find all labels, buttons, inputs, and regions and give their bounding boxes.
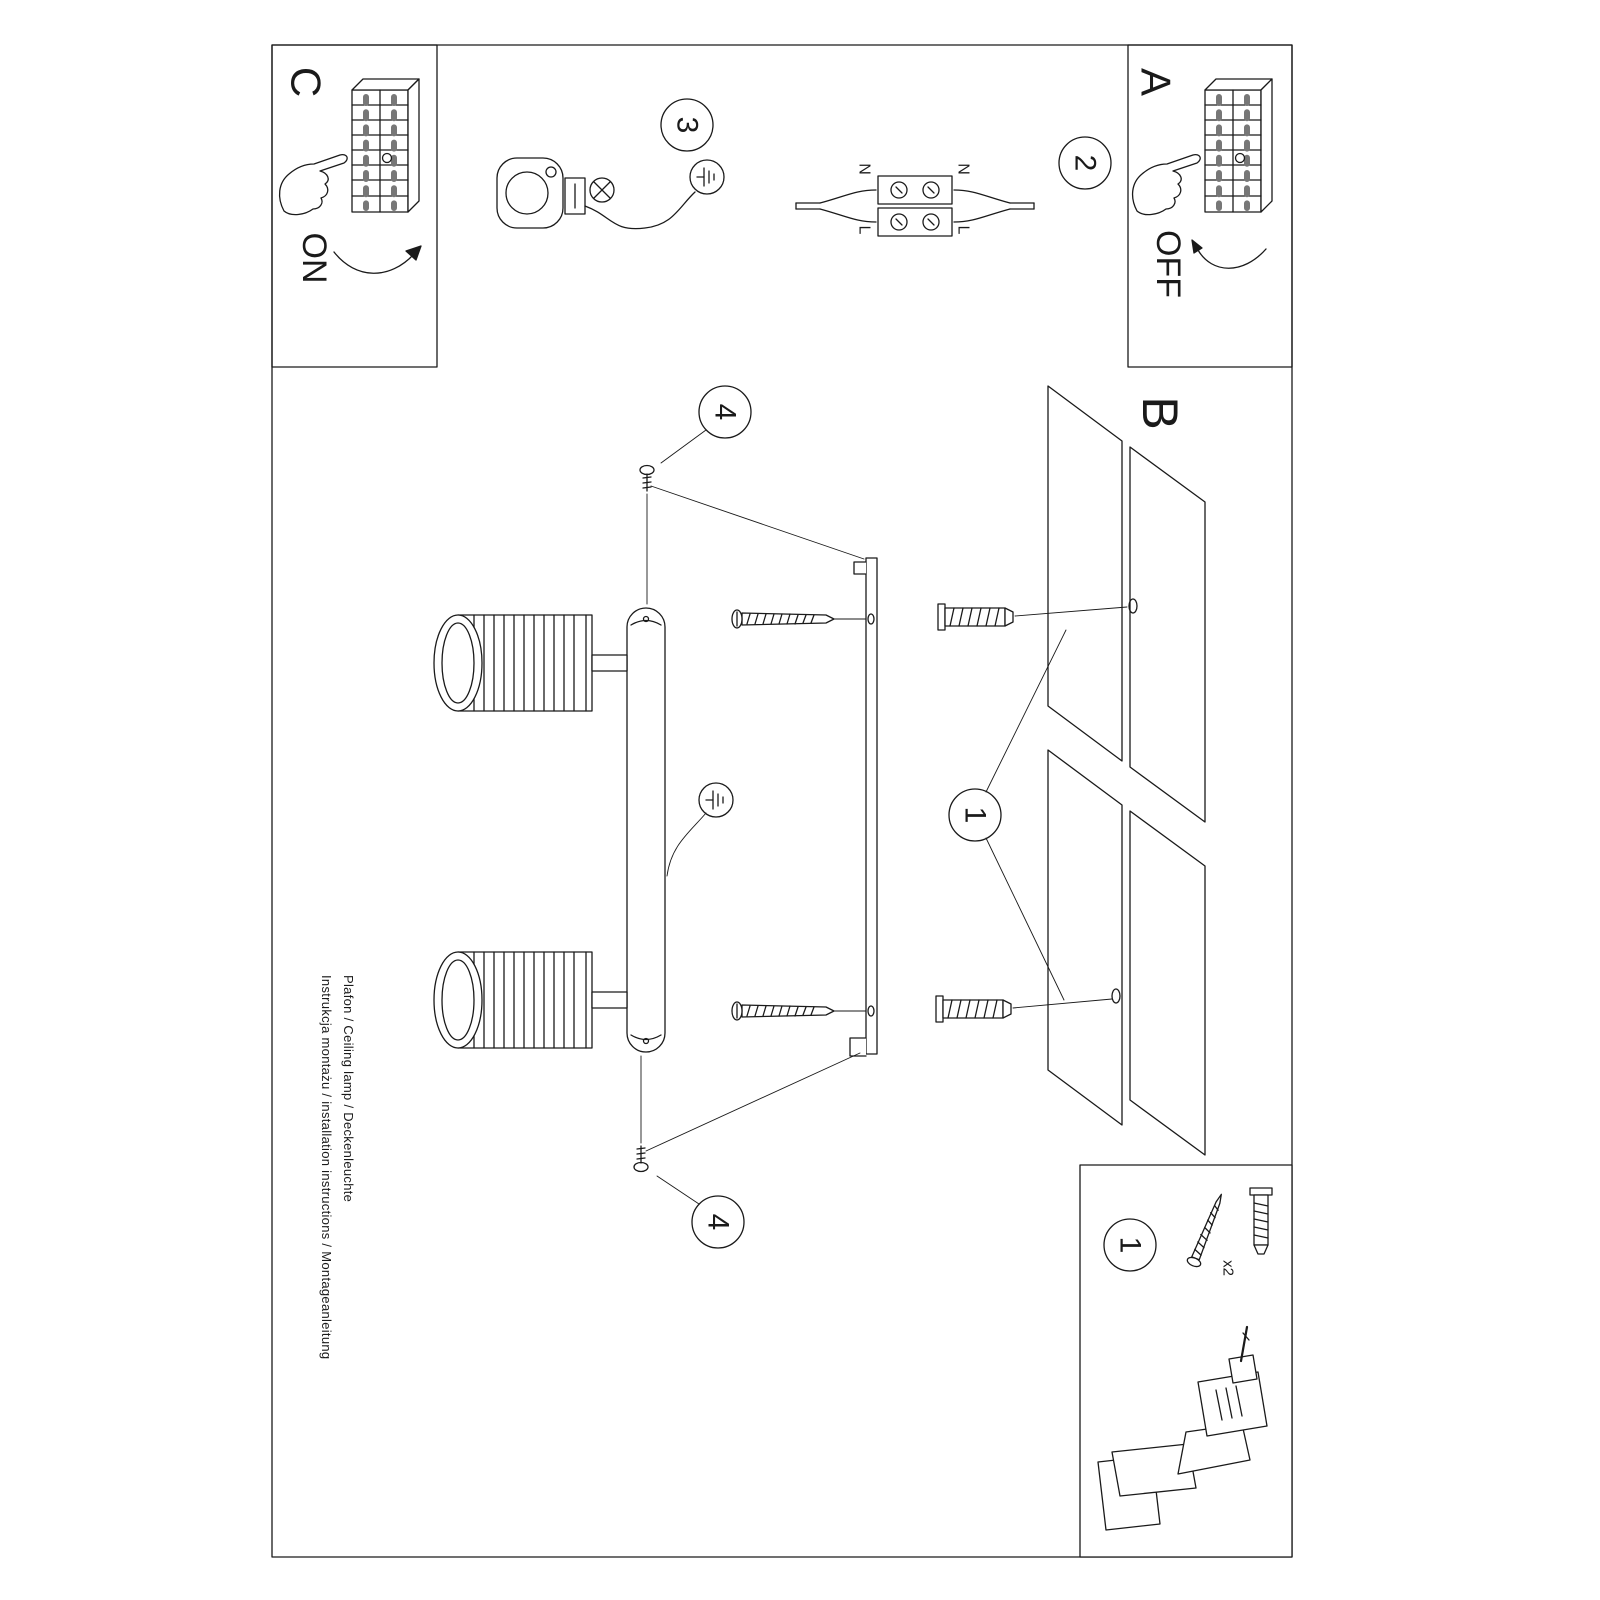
drill-hole-bottom <box>1111 988 1121 1004</box>
switch-off-arrowhead <box>1191 239 1203 254</box>
label-neutral-right: N <box>955 163 972 175</box>
breaker-panel-with-hand-icon <box>278 78 420 216</box>
page-border <box>271 44 1293 1558</box>
switch-on-arrow <box>333 251 415 274</box>
lamp-canopy <box>626 607 666 1053</box>
fixing-screw <box>731 609 835 629</box>
wall-plug <box>937 603 1014 631</box>
parts-wall-plug <box>1249 1187 1273 1255</box>
box-a-frame <box>1127 44 1293 368</box>
parts-step-1-label: 1 <box>1114 1237 1147 1254</box>
step-3-socket-assembly: 3 <box>496 98 725 230</box>
switch-off-arrow <box>1197 248 1267 269</box>
step-circle-4-top <box>698 385 752 439</box>
step-4-bottom: 4 <box>633 1052 861 1249</box>
step-circle-2 <box>1058 136 1112 190</box>
step-4-label-bottom: 4 <box>702 1214 735 1231</box>
ceiling-panels <box>1047 385 1206 1156</box>
label-live-left: L <box>856 226 873 235</box>
label-neutral-left: N <box>856 163 873 175</box>
step-2-wiring: 2 N N L L <box>795 136 1112 237</box>
footer-title: Instrukcja montażu / installation instru… <box>319 975 334 1359</box>
step-circle-4-bottom <box>691 1195 745 1249</box>
inset-box-a: A OFF <box>1127 44 1293 368</box>
drill-hole-top <box>1128 598 1138 614</box>
included-parts-box: 1 x2 <box>1079 1164 1293 1558</box>
switch-on-arrowhead <box>405 245 422 261</box>
box-c-frame <box>271 44 438 368</box>
earth-wire <box>584 191 696 230</box>
parts-screw <box>1186 1193 1222 1268</box>
step-4-top: 4 <box>639 385 865 605</box>
section-label-c: C <box>283 67 330 97</box>
hand-icon <box>278 153 348 216</box>
section-label-a: A <box>1133 68 1180 96</box>
footer-product: Plafon / Ceiling lamp / Deckenleuchte <box>341 975 356 1202</box>
step-1-label: 1 <box>959 807 992 824</box>
ground-symbol-lamp <box>666 782 734 877</box>
power-off-label: OFF <box>1149 230 1187 298</box>
terminal-block <box>877 175 953 237</box>
wires-left <box>795 189 877 223</box>
wires-right <box>953 189 1035 223</box>
section-label-b: B <box>1132 396 1188 429</box>
step-3-label: 3 <box>671 117 704 134</box>
plug-axis-top <box>1014 606 1128 617</box>
inset-box-c: C ON <box>271 44 438 368</box>
label-live-right: L <box>955 226 972 235</box>
step-circle-3 <box>660 98 714 152</box>
step-4-label-top: 4 <box>709 404 742 421</box>
power-on-label: ON <box>295 233 333 284</box>
step-2-label: 2 <box>1069 155 1102 172</box>
plug-axis-bottom <box>1012 998 1113 1009</box>
parts-step-circle-1 <box>1103 1218 1157 1272</box>
drill-icon <box>1097 1325 1268 1531</box>
step-circle-1 <box>948 788 1002 842</box>
step-1-callout: 1 <box>948 629 1067 1001</box>
ground-symbol-icon <box>689 159 725 195</box>
mounting-bracket <box>849 557 878 1057</box>
parts-quantity-label: x2 <box>1220 1260 1237 1276</box>
lamp-head <box>433 614 628 712</box>
lamp-socket <box>496 157 696 230</box>
